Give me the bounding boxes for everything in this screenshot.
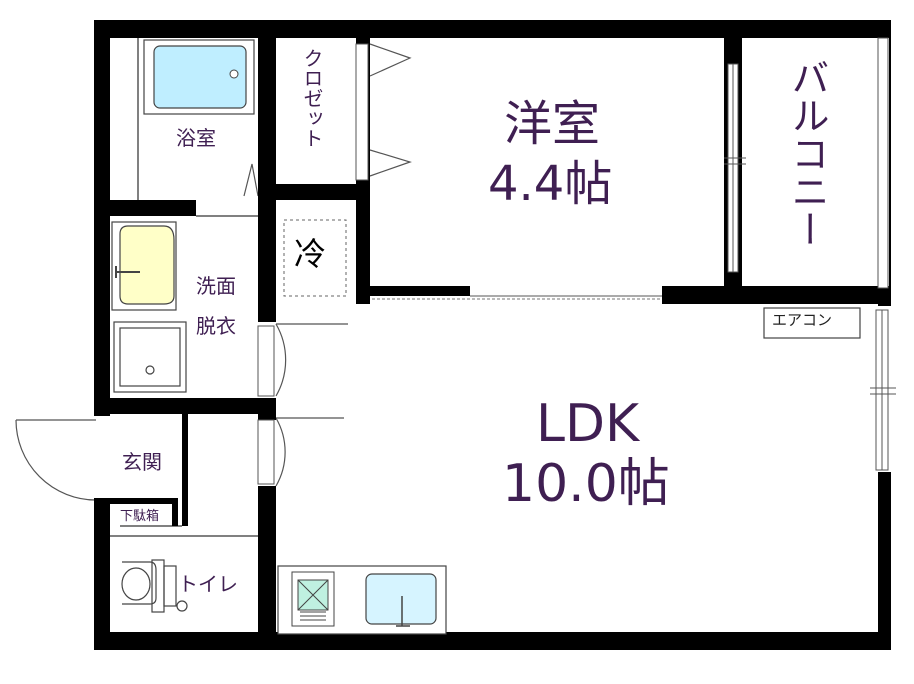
walls <box>94 20 891 650</box>
wall-bottom <box>94 632 891 650</box>
western-room-size: 4.4帖 <box>488 156 613 212</box>
bath-label: 浴室 <box>176 126 216 150</box>
wall-right-lower <box>878 472 891 650</box>
closet-label: クロゼット <box>300 48 324 148</box>
washroom-label-2: 脱衣 <box>196 314 236 338</box>
bath-door <box>243 163 259 197</box>
entrance-label: 玄関 <box>122 450 162 474</box>
bathtub <box>143 39 255 115</box>
toilet-label: トイレ <box>178 572 238 596</box>
wall-left-upper <box>94 20 110 416</box>
ldk-room-size: 10.0帖 <box>502 454 670 514</box>
washroom-door <box>275 323 287 397</box>
ldk-room-name: LDK <box>536 394 640 454</box>
shoe-box-label: 下駄箱 <box>120 509 160 524</box>
kitchen-counter <box>277 565 447 635</box>
wall-left-lower <box>94 498 110 650</box>
hall-door <box>275 417 286 487</box>
balcony-outer-window <box>877 37 889 289</box>
fridge-space <box>283 219 347 297</box>
western-room-name: 洋室 <box>504 96 601 152</box>
fridge-label: 冷 <box>294 235 327 273</box>
toilet-fixture <box>121 559 188 613</box>
washing-machine-pan <box>113 321 187 393</box>
closet-door <box>369 43 412 77</box>
balcony-label: バルコニー <box>785 58 829 248</box>
wall-top <box>94 20 891 38</box>
kitchen-sink <box>365 573 437 625</box>
aircon-unit <box>763 307 861 339</box>
aircon-label: エアコン <box>772 311 833 329</box>
washroom-label-1: 洗面 <box>196 274 236 298</box>
windows <box>257 37 896 485</box>
entrance-door <box>15 419 97 501</box>
door-swings <box>15 43 412 501</box>
washbasin <box>111 221 177 311</box>
